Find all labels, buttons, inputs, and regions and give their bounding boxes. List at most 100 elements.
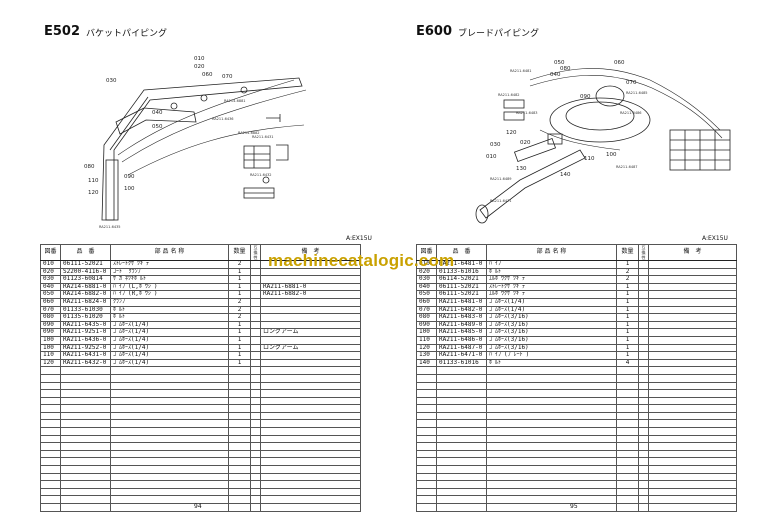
cell-name <box>486 472 617 482</box>
cell-no <box>40 480 61 489</box>
cell-part-no <box>60 396 111 406</box>
cell-interchange <box>638 404 649 413</box>
cell-name <box>110 480 229 489</box>
header-part-no: 品 番 <box>436 244 487 261</box>
cell-name: ﾎﾞﾙﾄ <box>486 358 617 368</box>
cell-remarks <box>260 389 361 398</box>
cell-part-no <box>436 389 487 398</box>
cell-name: ｽﾄﾚｰﾄｸｻﾞﾂｷﾞﾃ <box>486 282 617 292</box>
cell-interchange <box>250 275 261 284</box>
cell-part-no: 01123-60814 <box>60 275 111 284</box>
cell-remarks <box>260 457 361 467</box>
svg-text:RA214-6881: RA214-6881 <box>224 99 246 103</box>
cell-interchange <box>638 480 649 489</box>
cell-remarks <box>648 465 737 474</box>
empty-row <box>416 381 737 391</box>
cell-no: 060 <box>40 297 61 307</box>
cell-remarks <box>648 442 737 451</box>
cell-no: 050 <box>416 290 437 299</box>
cell-qty <box>228 457 251 467</box>
cell-qty <box>616 503 639 512</box>
cell-interchange <box>638 434 649 444</box>
cell-qty: 1 <box>616 282 639 292</box>
cell-remarks <box>260 487 361 497</box>
cell-part-no <box>60 449 111 459</box>
cell-part-no: 01133-61030 <box>60 305 111 315</box>
cell-interchange <box>250 373 261 383</box>
empty-row <box>416 503 737 512</box>
cell-no <box>40 495 61 504</box>
cell-no <box>40 449 61 459</box>
callout-040: 040 <box>550 72 561 78</box>
cell-remarks <box>260 434 361 444</box>
cell-part-no <box>60 389 111 398</box>
header-no: 図番 <box>40 244 61 261</box>
empty-row <box>40 434 361 444</box>
header-interchange: 互換性 <box>638 244 649 261</box>
cell-no <box>40 427 61 436</box>
cell-interchange <box>250 449 261 459</box>
cell-name <box>110 366 229 375</box>
blade-piping-diagram: 010 020 030 040 050 060 070 080 090 100 … <box>475 60 731 224</box>
cell-no <box>416 480 437 489</box>
cell-no: 100 <box>40 343 61 353</box>
cell-part-no <box>436 503 487 512</box>
header-remarks: 備 考 <box>648 244 737 261</box>
cell-interchange <box>250 404 261 413</box>
cell-remarks <box>648 275 737 284</box>
cell-interchange <box>638 282 649 292</box>
cell-no: 120 <box>40 358 61 368</box>
svg-text:RA211-6436: RA211-6436 <box>212 117 234 121</box>
callout-080: 080 <box>84 164 95 170</box>
empty-row <box>416 419 737 429</box>
left-page: E502 バケットパイピング 010 <box>40 24 372 512</box>
cell-qty <box>228 389 251 398</box>
cell-remarks <box>648 457 737 467</box>
cell-interchange <box>250 389 261 398</box>
cell-interchange <box>638 366 649 375</box>
cell-qty <box>616 465 639 474</box>
empty-row <box>40 465 361 474</box>
cell-remarks <box>260 351 361 360</box>
cell-part-no: 06114-52021 <box>436 275 487 284</box>
cell-no <box>40 465 61 474</box>
cell-remarks <box>648 381 737 391</box>
cell-no: 090 <box>40 320 61 330</box>
cell-name: ｸﾗﾝﾌﾟ <box>110 297 229 307</box>
callout-050: 050 <box>152 124 163 130</box>
svg-text:RA211-6471: RA211-6471 <box>490 199 512 203</box>
callout-010: 010 <box>194 56 205 62</box>
empty-row <box>40 427 361 436</box>
svg-text:RA211-6487: RA211-6487 <box>616 165 638 169</box>
cell-qty: 1 <box>616 305 639 315</box>
cell-name: ﾎﾞﾙﾄ <box>486 267 617 277</box>
cell-qty <box>228 503 251 512</box>
cell-remarks <box>648 351 737 360</box>
cell-interchange <box>638 472 649 482</box>
cell-no <box>416 396 437 406</box>
cell-part-no <box>436 465 487 474</box>
cell-no <box>416 366 437 375</box>
cell-no <box>40 472 61 482</box>
cell-qty: 1 <box>228 335 251 345</box>
cell-name: ﾊﾟｲﾌﾟ(L,ﾎﾞｳｼﾞ) <box>110 282 229 292</box>
cell-part-no: RA211-6824-0 <box>60 297 111 307</box>
model-label: A:EX15U <box>346 235 372 242</box>
cell-interchange <box>250 472 261 482</box>
cell-part-no <box>60 434 111 444</box>
empty-row <box>416 389 737 398</box>
cell-qty: 2 <box>228 260 251 269</box>
cell-qty: 1 <box>228 358 251 368</box>
cell-no: 090 <box>416 320 437 330</box>
empty-row <box>416 472 737 482</box>
cell-name <box>486 442 617 451</box>
cell-part-no <box>436 396 487 406</box>
cell-name: ｻﾞｶﾞﾈﾂｷﾎﾞﾙﾄ <box>110 275 229 284</box>
cell-qty: 1 <box>228 343 251 353</box>
cell-part-no: RA211-6482-0 <box>436 305 487 315</box>
page-number: 94 <box>194 503 202 510</box>
